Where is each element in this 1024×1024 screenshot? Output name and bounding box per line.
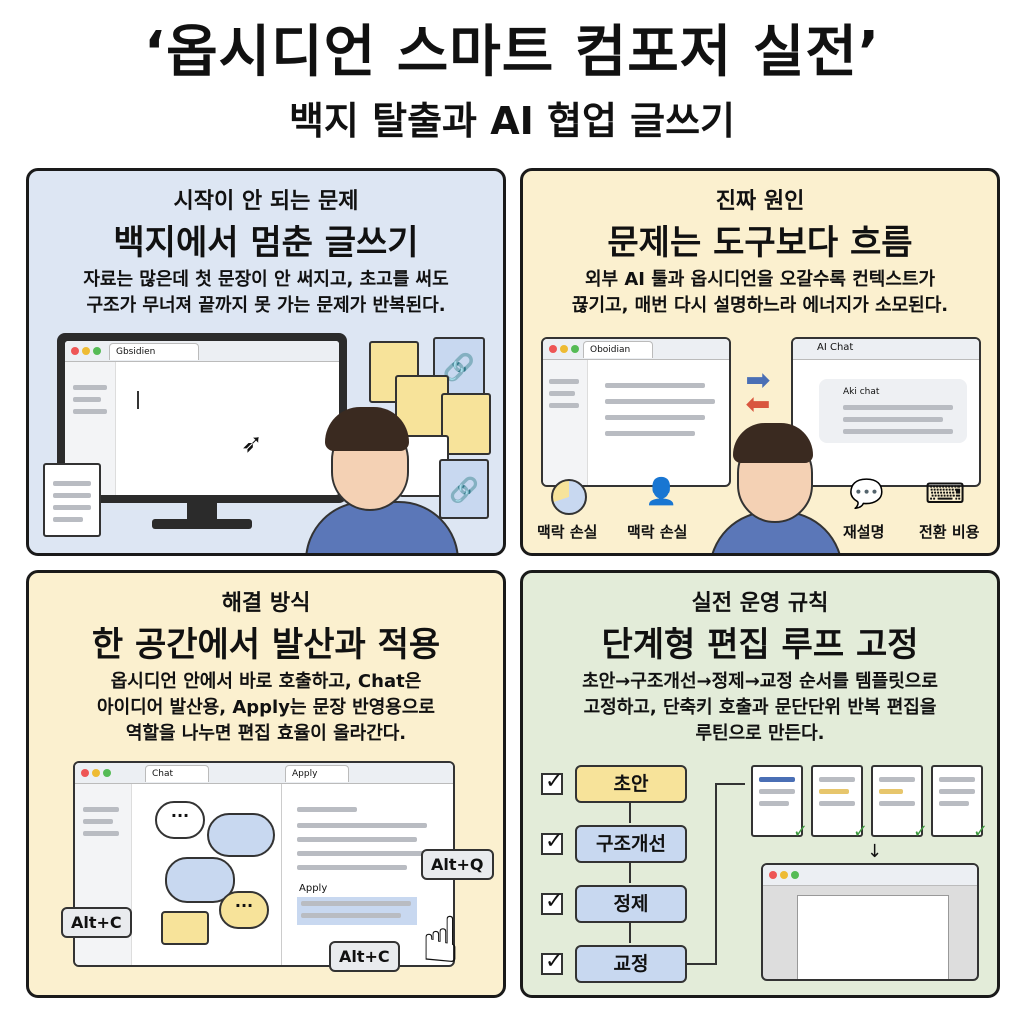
chat-bubble-label: Aki chat xyxy=(843,387,880,397)
panel-real-cause: 진짜 원인 문제는 도구보다 흐름 외부 AI 툴과 옵시디언을 오갈수록 컨텍… xyxy=(520,168,1000,556)
panel-heading: 백지에서 멈춘 글쓰기 xyxy=(113,223,419,263)
step-refine: 정제 xyxy=(575,885,687,923)
pie-chart-icon xyxy=(551,479,587,515)
mouse-pointer-icon: ➶ xyxy=(241,429,263,459)
speech-bubbles-icon: 💬 xyxy=(849,477,884,510)
panel-desc-line: 루틴으로 만든다. xyxy=(695,723,825,744)
panel-solution: 해결 방식 한 공간에서 발산과 적용 옵시디언 안에서 바로 호출하고, Ch… xyxy=(26,570,506,998)
shortcut-key-right: Alt+Q xyxy=(421,849,494,880)
context-switch-arrows-icon: ➡⬅ xyxy=(745,363,771,422)
note-bubble-icon xyxy=(161,911,209,945)
page-thumbnail xyxy=(811,765,863,837)
panel-kicker: 실전 운영 규칙 xyxy=(691,591,829,616)
checkbox-icon xyxy=(541,889,563,915)
down-arrow: ↓ xyxy=(867,841,883,862)
down-arrow xyxy=(629,863,631,883)
person-outline-icon: 👤 xyxy=(645,477,678,507)
page-thumbnail xyxy=(871,765,923,837)
panel-blank-page-problem: 시작이 안 되는 문제 백지에서 멈춘 글쓰기 자료는 많은데 첫 문장이 안 … xyxy=(26,168,506,556)
checkbox-icon xyxy=(541,829,563,855)
panel-desc-line: 구조가 무너져 끝까지 못 가는 문제가 반복된다. xyxy=(86,295,446,316)
panel-desc-line: 끊기고, 매번 다시 설명하느라 에너지가 소모된다. xyxy=(571,295,949,316)
panel-heading: 문제는 도구보다 흐름 xyxy=(607,223,913,263)
panel-kicker: 해결 방식 xyxy=(221,591,311,616)
link-document-icon: 🔗 xyxy=(433,337,485,397)
apply-label: Apply xyxy=(299,883,328,894)
obsidian-window: Oboidian xyxy=(541,337,731,487)
panel-kicker: 진짜 원인 xyxy=(715,189,805,214)
shortcut-key-left: Alt+C xyxy=(61,907,132,938)
panel-kicker: 시작이 안 되는 문제 xyxy=(173,189,359,214)
tab-chat[interactable]: Chat xyxy=(145,765,209,782)
text-cursor xyxy=(137,391,139,409)
label-context-loss: 맥락 손실 xyxy=(537,523,598,541)
speech-bubble-icon: ··· xyxy=(155,801,205,839)
panel-operating-rules: 실전 운영 규칙 단계형 편집 루프 고정 초안→구조개선→정제→교정 순서를 … xyxy=(520,570,1000,998)
chat-title: AI Chat xyxy=(817,342,854,353)
check-icon: ✓ xyxy=(913,821,929,842)
link-document-icon: 🔗 xyxy=(439,459,489,519)
check-icon: ✓ xyxy=(853,821,869,842)
page-thumbnail xyxy=(931,765,983,837)
final-document-window xyxy=(761,863,979,981)
shortcut-key-bottom: Alt+C xyxy=(329,941,400,972)
label-context-loss: 맥락 손실 xyxy=(627,523,688,541)
panel-desc-line: 옵시디언 안에서 바로 호출하고, Chat은 xyxy=(110,671,422,692)
tired-person-illustration xyxy=(709,421,843,553)
label-switch-cost: 전환 비용 xyxy=(919,523,980,541)
panel-heading: 한 공간에서 발산과 적용 xyxy=(91,625,441,665)
page-subtitle: 백지 탈출과 AI 협업 글쓰기 xyxy=(288,99,736,143)
cloud-bubble-icon xyxy=(207,813,275,857)
panel-desc-line: 아이디어 발산용, Apply는 문장 반영용으로 xyxy=(97,697,435,718)
panel-desc-line: 고정하고, 단축키 호출과 문단단위 반복 편집을 xyxy=(583,697,937,718)
step-restructure: 구조개선 xyxy=(575,825,687,863)
chat-bubble: Aki chat xyxy=(819,379,967,443)
checkbox-icon xyxy=(541,949,563,975)
document-icon xyxy=(441,393,491,455)
loop-connector xyxy=(687,783,717,965)
ai-chat-window: AI Chat Aki chat xyxy=(791,337,981,487)
panel-heading: 단계형 편집 루프 고정 xyxy=(601,625,919,665)
step-proofread: 교정 xyxy=(575,945,687,983)
check-icon: ✓ xyxy=(973,821,989,842)
page-title: ‘옵시디언 스마트 컴포저 실전’ xyxy=(143,20,881,85)
checkbox-icon xyxy=(541,769,563,795)
hand-pointer-icon: ☝ xyxy=(421,904,460,978)
panel-desc-line: 외부 AI 툴과 옵시디언을 오갈수록 컨텍스트가 xyxy=(584,269,936,290)
window-tab[interactable]: Oboidian xyxy=(583,341,653,358)
keyboard-icon: ⌨ xyxy=(925,477,966,510)
panel-desc-line: 역할을 나누면 편집 효율이 올라간다. xyxy=(125,723,407,744)
cloud-bubble-icon xyxy=(165,857,235,903)
check-icon: ✓ xyxy=(793,821,809,842)
person-illustration xyxy=(297,397,459,553)
loop-connector xyxy=(715,783,745,785)
tab-apply[interactable]: Apply xyxy=(285,765,349,782)
label-re-explain: 재설명 xyxy=(843,523,885,541)
step-draft: 초안 xyxy=(575,765,687,803)
down-arrow xyxy=(629,803,631,823)
page-thumbnail xyxy=(751,765,803,837)
panel-desc-line: 초안→구조개선→정제→교정 순서를 템플릿으로 xyxy=(582,671,938,692)
down-arrow xyxy=(629,923,631,943)
panel-desc-line: 자료는 많은데 첫 문장이 안 써지고, 초고를 써도 xyxy=(83,269,449,290)
speech-bubble-icon: ··· xyxy=(219,891,269,929)
document-icon xyxy=(43,463,101,537)
window-tab[interactable]: Gbsidien xyxy=(109,343,199,360)
